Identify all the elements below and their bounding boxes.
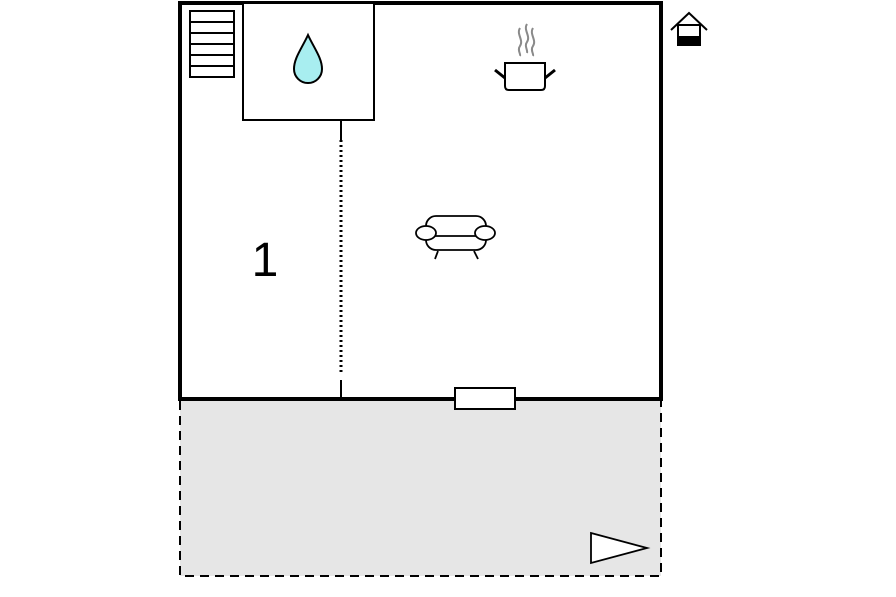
sofa-icon: [415, 215, 496, 260]
stairs-icon: [189, 10, 235, 78]
room-label: 1: [252, 234, 279, 287]
door-icon: [454, 387, 516, 410]
house-floor-level-icon: [670, 11, 708, 46]
terrace-area: [179, 398, 662, 577]
cooking-pot-icon: [494, 23, 556, 91]
water-drop-icon: [292, 32, 324, 84]
direction-arrow-icon: [590, 531, 651, 565]
